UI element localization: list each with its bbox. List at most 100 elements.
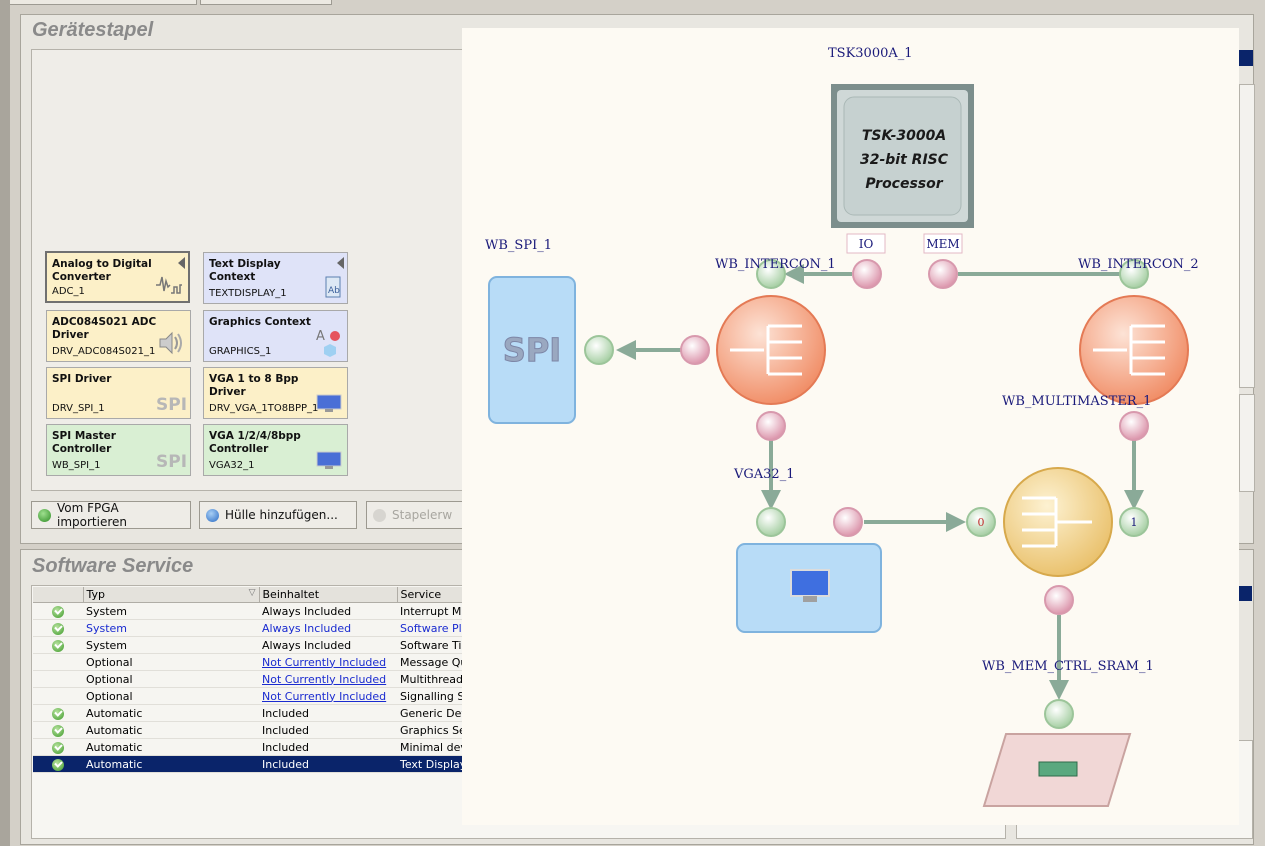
- collapse-arrow-icon[interactable]: [178, 257, 185, 269]
- processor-line-2: 32-bit RISC: [860, 152, 949, 168]
- pin-mm-1-label: 1: [1131, 516, 1138, 529]
- pin-vga-master: [833, 507, 863, 537]
- intercon1-label: WB_INTERCON_1: [715, 257, 836, 272]
- tile-text-display[interactable]: Text Display Context TEXTDISPLAY_1 Ab: [203, 252, 348, 304]
- tile-adc[interactable]: Analog to Digital Converter ADC_1: [45, 251, 190, 303]
- col-header-typ-label: Typ: [86, 588, 106, 601]
- tile-adc-driver[interactable]: ADC084S021 ADC Driver DRV_ADC084S021_1: [46, 310, 191, 362]
- tile-spi-driver[interactable]: SPI Driver DRV_SPI_1 SPI: [46, 367, 191, 419]
- tile-id: VGA32_1: [209, 460, 255, 471]
- status-cell: [33, 619, 83, 637]
- tile-id: ADC_1: [52, 286, 85, 297]
- typ-cell: Automatic: [83, 721, 259, 739]
- multimaster-block: [1003, 467, 1113, 577]
- tile-title: VGA 1/2/4/8bpp Controller: [209, 430, 301, 455]
- service-cell: Text Display: [397, 755, 463, 773]
- typ-cell: Optional: [83, 687, 259, 705]
- check-icon: [52, 622, 64, 635]
- status-cell: [33, 755, 83, 773]
- svg-text:SPI: SPI: [156, 395, 186, 414]
- pin-mm-0: [966, 507, 996, 537]
- tile-vga-driver[interactable]: VGA 1 to 8 Bpp Driver DRV_VGA_1TO8BPP_1: [203, 367, 348, 419]
- status-cell: [33, 704, 83, 722]
- tab-2[interactable]: [200, 0, 332, 5]
- service-cell: Multithreadin: [397, 670, 463, 688]
- multimaster-label: WB_MULTIMASTER_1: [1002, 394, 1152, 409]
- tile-title: VGA 1 to 8 Bpp Driver: [209, 373, 299, 398]
- beinhaltet-cell[interactable]: Not Currently Included: [259, 670, 397, 688]
- filter-icon[interactable]: ▽: [248, 588, 256, 598]
- shapes-icon: A: [316, 329, 340, 357]
- intercon2-block: [1079, 295, 1189, 405]
- right-pane-1: [1239, 84, 1255, 388]
- monitor-icon: [316, 451, 342, 469]
- extend-icon: [373, 508, 386, 522]
- svg-text:Ab: Ab: [328, 286, 340, 296]
- tile-title: SPI Master Controller: [52, 430, 116, 455]
- port-io-box: [846, 233, 886, 254]
- beinhaltet-cell: Included: [259, 738, 397, 756]
- typ-cell: Automatic: [83, 738, 259, 756]
- collapse-arrow-icon[interactable]: [337, 257, 344, 269]
- col-header-service[interactable]: Service: [397, 587, 464, 603]
- pin-mm-0-label: 0: [978, 516, 985, 529]
- extend-stack-button[interactable]: Stapelerw: [366, 501, 476, 529]
- check-icon: [52, 605, 64, 618]
- tile-spi-master[interactable]: SPI Master Controller WB_SPI_1 SPI: [46, 424, 191, 476]
- typ-cell: System: [83, 636, 259, 654]
- processor-block: TSK-3000A 32-bit RISC Processor: [831, 84, 974, 228]
- wires: [616, 264, 1144, 700]
- tile-title: SPI Driver: [52, 373, 112, 385]
- hardware-diagram-canvas[interactable]: TSK-3000A 32-bit RISC Processor IO MEM S…: [462, 28, 1239, 825]
- beinhaltet-cell: Always Included: [259, 602, 397, 620]
- import-from-fpga-button[interactable]: Vom FPGA importieren: [31, 501, 191, 529]
- waveform-icon: [156, 276, 182, 294]
- tab-1[interactable]: [0, 0, 197, 5]
- tile-vga-controller[interactable]: VGA 1/2/4/8bpp Controller VGA32_1: [203, 424, 348, 476]
- spi-icon: SPI: [156, 395, 186, 414]
- diagram-svg: TSK-3000A 32-bit RISC Processor IO MEM S…: [488, 84, 1189, 807]
- beinhaltet-cell: Included: [259, 755, 397, 773]
- typ-cell: System: [83, 619, 259, 637]
- import-icon: [38, 508, 51, 522]
- pin-mm-1: [1119, 507, 1149, 537]
- software-service-title: Software Service: [32, 555, 194, 577]
- check-icon: [52, 707, 64, 720]
- col-header-beinhaltet[interactable]: Beinhaltet: [259, 587, 398, 603]
- svg-text:SPI: SPI: [156, 452, 186, 471]
- service-cell: Graphics Ser: [397, 721, 463, 739]
- beinhaltet-cell[interactable]: Not Currently Included: [259, 687, 397, 705]
- col-header-typ[interactable]: Typ ▽: [83, 587, 260, 603]
- typ-cell: System: [83, 602, 259, 620]
- pin-vga-top: [756, 507, 786, 537]
- pin-spi-right: [584, 335, 614, 365]
- beinhaltet-cell: Always Included: [259, 619, 397, 637]
- pin-intercon1-top-master: [852, 259, 882, 289]
- service-cell: Software Tin: [397, 636, 463, 654]
- add-shell-button[interactable]: Hülle hinzufügen...: [199, 501, 357, 529]
- pin-sram-top: [1044, 699, 1074, 729]
- col-header-status[interactable]: [33, 587, 84, 603]
- check-icon: [52, 758, 64, 771]
- service-cell: Software Pla: [397, 619, 463, 637]
- port-mem-box: [923, 233, 963, 254]
- tile-graphics-context[interactable]: Graphics Context GRAPHICS_1 A: [203, 310, 348, 362]
- beinhaltet-cell[interactable]: Not Currently Included: [259, 653, 397, 671]
- tile-title: ADC084S021 ADC Driver: [52, 316, 157, 341]
- import-label: Vom FPGA importieren: [57, 501, 127, 529]
- intercon1-block: [716, 295, 826, 405]
- monitor-icon: [316, 394, 342, 412]
- text-document-icon: Ab: [325, 276, 341, 298]
- add-icon: [206, 508, 219, 522]
